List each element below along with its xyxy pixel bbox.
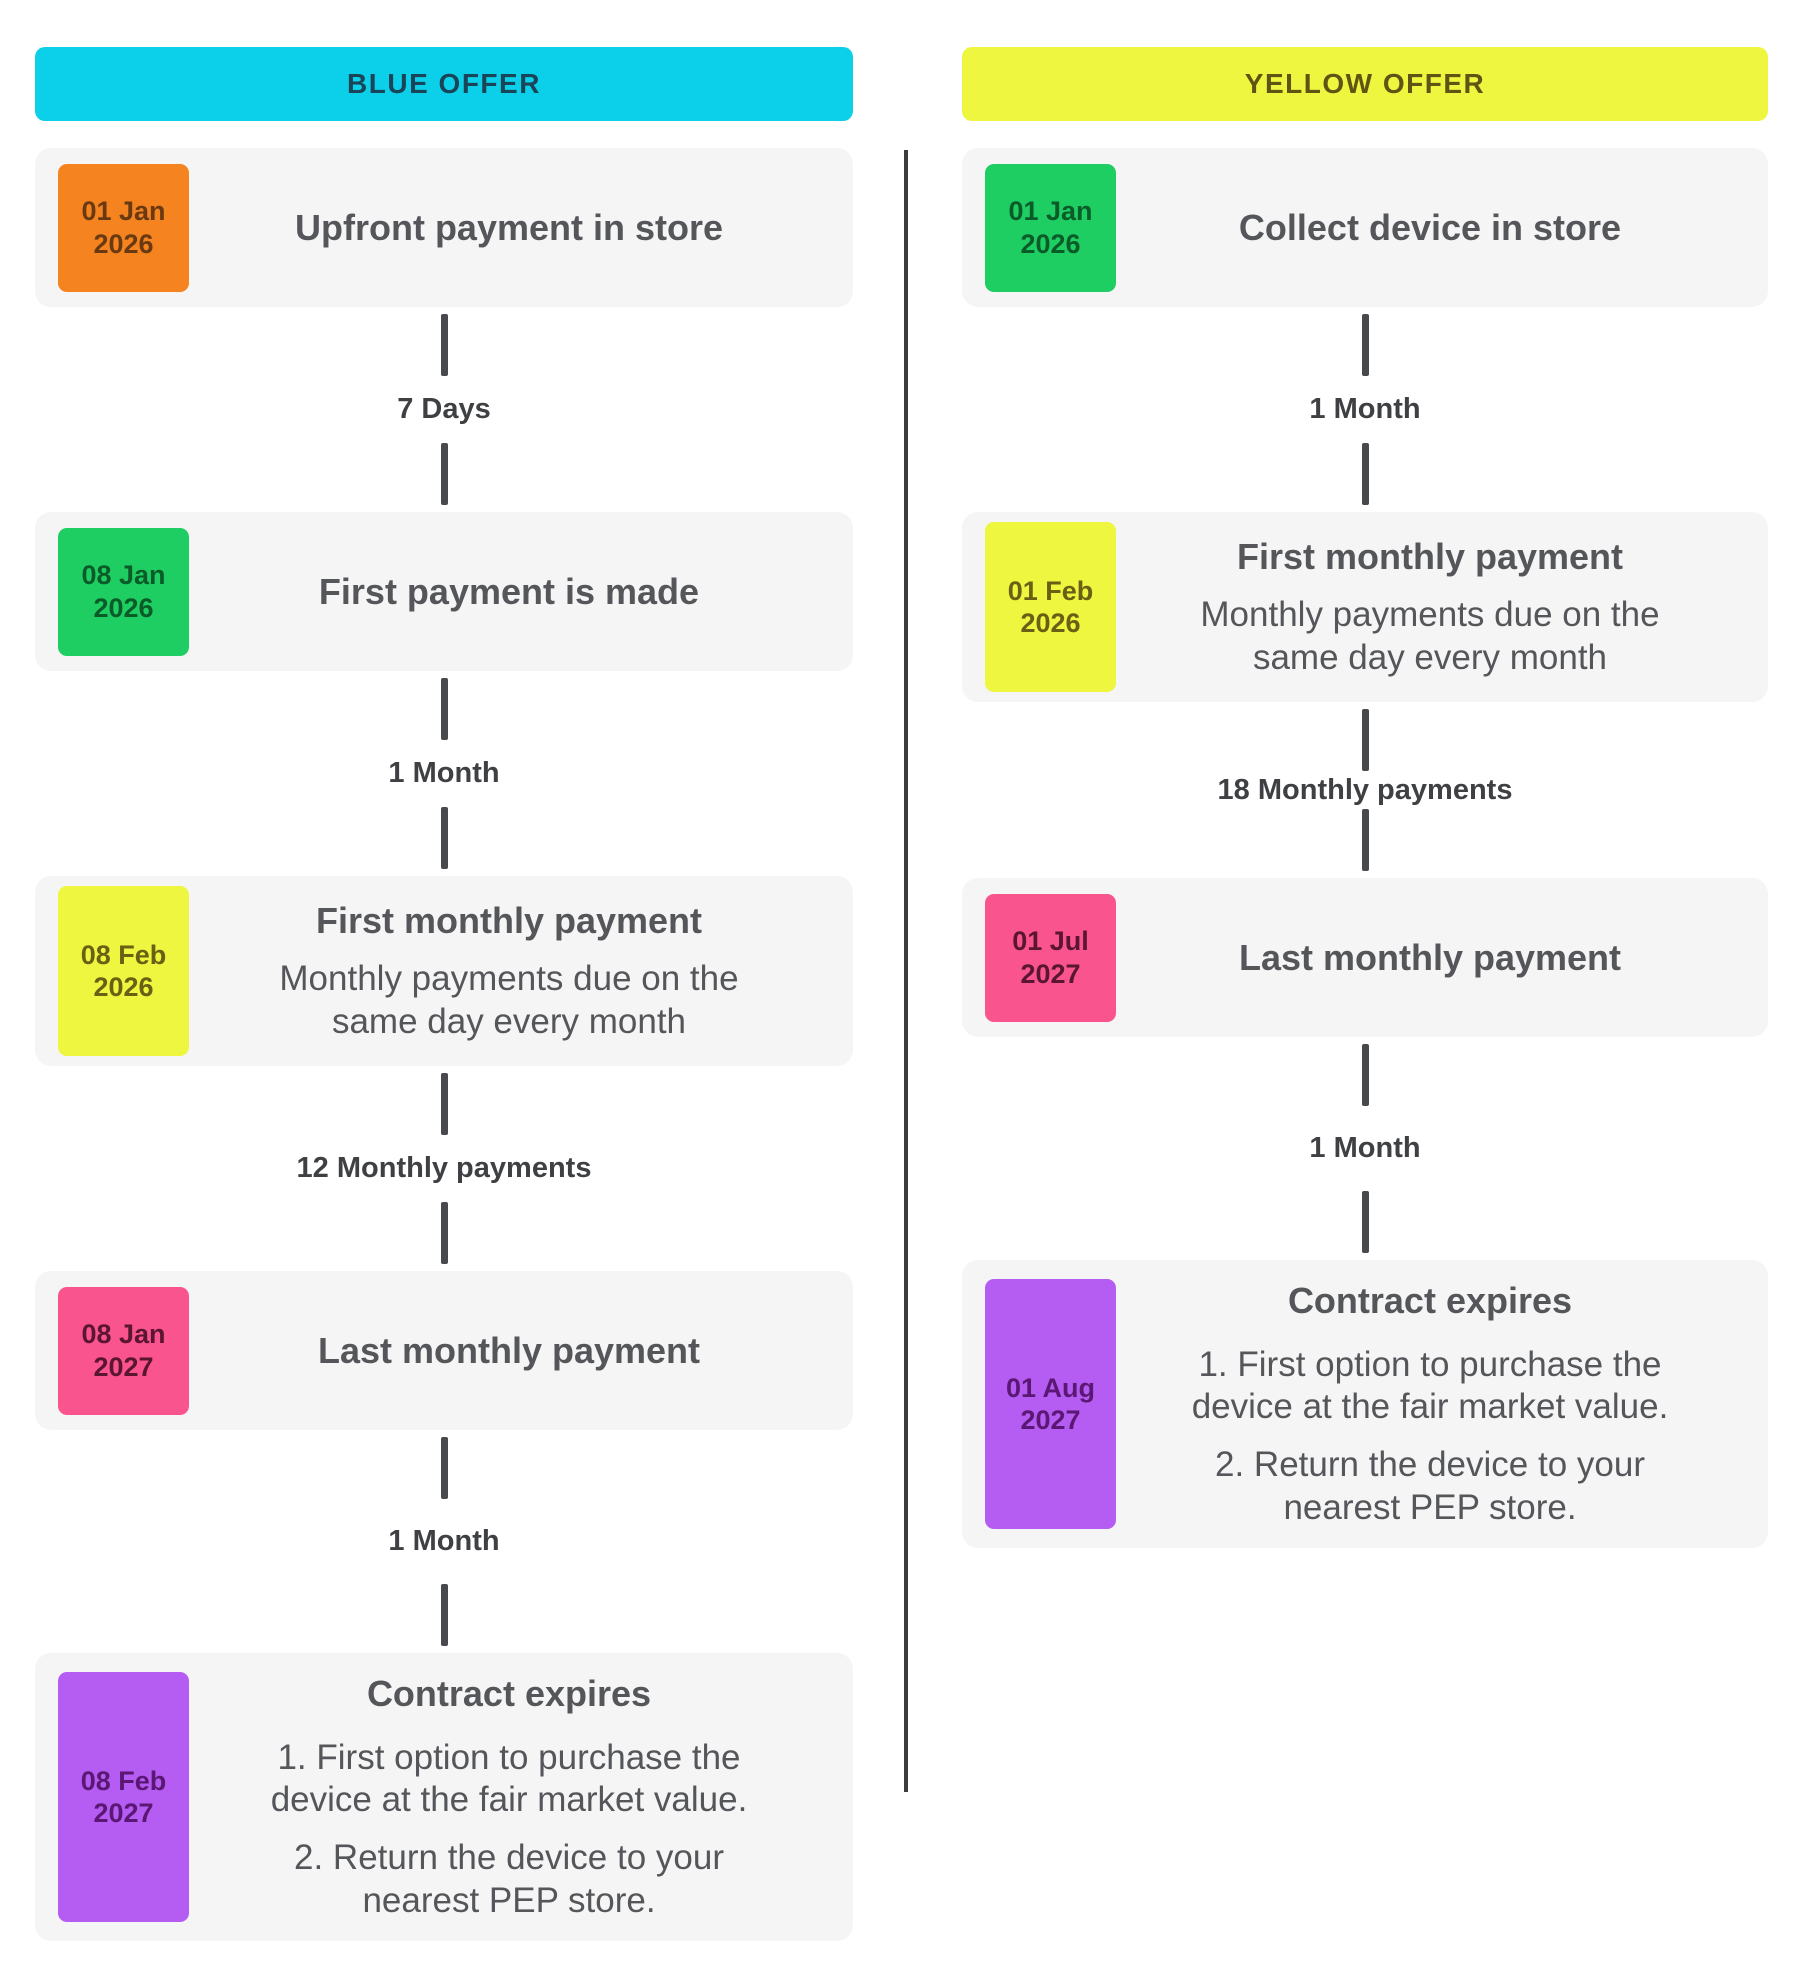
timeline-connector: 1 Month bbox=[962, 307, 1768, 512]
connector-segment bbox=[1361, 1044, 1369, 1106]
blue-offer-column: BLUE OFFER 01 Jan 2026 Upfront payment i… bbox=[35, 47, 853, 1941]
card-title: First payment is made bbox=[318, 570, 700, 612]
card-option-1: 1. First option to purchase the device a… bbox=[270, 1737, 748, 1820]
date-badge-line1: 01 Feb bbox=[1007, 575, 1094, 606]
card-first-monthly-payment: 08 Feb 2026 First monthly payment Monthl… bbox=[35, 876, 853, 1066]
date-badge-line1: 08 Jan bbox=[81, 1319, 166, 1350]
card-last-monthly-payment: 08 Jan 2027 Last monthly payment bbox=[35, 1271, 853, 1430]
card-title: Last monthly payment bbox=[1238, 936, 1622, 978]
date-badge-line2: 2026 bbox=[93, 972, 154, 1002]
card-title: Contract expires bbox=[1287, 1279, 1573, 1321]
card-first-monthly-payment: 01 Feb 2026 First monthly payment Monthl… bbox=[962, 512, 1768, 702]
connector-label: 1 Month bbox=[388, 1525, 500, 1557]
connector-label: 1 Month bbox=[1309, 1132, 1421, 1164]
card-title: Collect device in store bbox=[1238, 206, 1622, 248]
date-badge-line2: 2027 bbox=[93, 1351, 154, 1382]
card-title: Upfront payment in store bbox=[294, 206, 724, 248]
connector-segment bbox=[440, 314, 448, 376]
date-badge-line2: 2026 bbox=[1020, 228, 1081, 259]
date-badge-line2: 2027 bbox=[1020, 958, 1081, 989]
card-content: First monthly payment Monthly payments d… bbox=[35, 899, 853, 1044]
card-content: Last monthly payment bbox=[962, 936, 1768, 979]
card-content: Contract expires 1. First option to purc… bbox=[962, 1279, 1768, 1530]
date-badge-line1: 01 Jan bbox=[1008, 196, 1093, 227]
card-options-list: 1. First option to purchase the device a… bbox=[237, 1737, 782, 1923]
connector-segment bbox=[440, 1584, 448, 1646]
card-title: First monthly payment bbox=[1236, 535, 1624, 577]
column-divider bbox=[904, 150, 908, 1792]
connector-label: 1 Month bbox=[1309, 393, 1421, 425]
date-badge-line1: 01 Jul bbox=[1012, 926, 1089, 957]
date-badge: 08 Jan 2026 bbox=[58, 527, 189, 656]
yellow-offer-column: YELLOW OFFER 01 Jan 2026 Collect device … bbox=[962, 47, 1768, 1941]
connector-segment bbox=[1361, 443, 1369, 505]
date-badge: 08 Feb 2026 bbox=[58, 886, 189, 1056]
date-badge-line1: 01 Aug bbox=[1005, 1372, 1095, 1403]
card-upfront-payment: 01 Jan 2026 Upfront payment in store bbox=[35, 148, 853, 307]
card-content: First payment is made bbox=[35, 570, 853, 613]
card-options-list: 1. First option to purchase the device a… bbox=[1158, 1344, 1703, 1530]
card-subtitle: Monthly payments due on the same day eve… bbox=[1200, 594, 1660, 677]
card-title: First monthly payment bbox=[315, 899, 703, 941]
timeline-connector: 12 Monthly payments bbox=[35, 1066, 853, 1271]
connector-segment bbox=[440, 1202, 448, 1264]
date-badge: 08 Jan 2027 bbox=[58, 1286, 189, 1415]
date-badge-line1: 08 Jan bbox=[81, 560, 166, 591]
connector-segment bbox=[1361, 709, 1369, 771]
date-badge: 01 Jan 2026 bbox=[58, 163, 189, 292]
date-badge-line2: 2027 bbox=[93, 1798, 154, 1828]
card-option-2: 2. Return the device to your nearest PEP… bbox=[294, 1838, 724, 1920]
date-badge-line1: 08 Feb bbox=[80, 939, 167, 970]
card-collect-device: 01 Jan 2026 Collect device in store bbox=[962, 148, 1768, 307]
card-last-monthly-payment: 01 Jul 2027 Last monthly payment bbox=[962, 878, 1768, 1037]
date-badge-line1: 01 Jan bbox=[81, 196, 166, 227]
date-badge: 01 Jul 2027 bbox=[985, 893, 1116, 1022]
card-title: Contract expires bbox=[366, 1672, 652, 1714]
card-content: Last monthly payment bbox=[35, 1329, 853, 1372]
date-badge: 01 Feb 2026 bbox=[985, 522, 1116, 692]
date-badge: 08 Feb 2027 bbox=[58, 1672, 189, 1922]
connector-segment bbox=[440, 443, 448, 505]
date-badge-line2: 2026 bbox=[93, 228, 154, 259]
timeline-connector: 1 Month bbox=[35, 671, 853, 876]
date-badge-line1: 08 Feb bbox=[80, 1765, 167, 1796]
date-badge: 01 Jan 2026 bbox=[985, 163, 1116, 292]
date-badge-line2: 2026 bbox=[93, 592, 154, 623]
date-badge: 01 Aug 2027 bbox=[985, 1279, 1116, 1529]
card-content: Collect device in store bbox=[962, 206, 1768, 249]
connector-segment bbox=[1361, 314, 1369, 376]
connector-segment bbox=[1361, 1191, 1369, 1253]
card-option-2: 2. Return the device to your nearest PEP… bbox=[1215, 1445, 1645, 1527]
connector-label: 12 Monthly payments bbox=[296, 1152, 592, 1184]
timeline-connector: 18 Monthly payments bbox=[962, 702, 1768, 878]
connector-segment bbox=[440, 1437, 448, 1499]
connector-segment bbox=[440, 678, 448, 740]
connector-segment bbox=[440, 807, 448, 869]
card-option-1: 1. First option to purchase the device a… bbox=[1191, 1344, 1669, 1427]
card-content: First monthly payment Monthly payments d… bbox=[962, 535, 1768, 680]
date-badge-line2: 2027 bbox=[1020, 1405, 1081, 1435]
blue-offer-header: BLUE OFFER bbox=[35, 47, 853, 121]
timeline-connector: 1 Month bbox=[962, 1037, 1768, 1260]
card-title: Last monthly payment bbox=[317, 1329, 701, 1371]
connector-label: 1 Month bbox=[388, 757, 500, 789]
card-content: Contract expires 1. First option to purc… bbox=[35, 1672, 853, 1923]
date-badge-line2: 2026 bbox=[1020, 608, 1081, 638]
card-contract-expires: 01 Aug 2027 Contract expires 1. First op… bbox=[962, 1260, 1768, 1548]
card-first-payment: 08 Jan 2026 First payment is made bbox=[35, 512, 853, 671]
card-subtitle: Monthly payments due on the same day eve… bbox=[279, 958, 739, 1041]
connector-segment bbox=[440, 1073, 448, 1135]
card-content: Upfront payment in store bbox=[35, 206, 853, 249]
timeline-connector: 1 Month bbox=[35, 1430, 853, 1653]
connector-segment bbox=[1361, 809, 1369, 871]
card-contract-expires: 08 Feb 2027 Contract expires 1. First op… bbox=[35, 1653, 853, 1941]
timeline-connector: 7 Days bbox=[35, 307, 853, 512]
connector-label: 7 Days bbox=[397, 393, 491, 425]
timeline-columns: BLUE OFFER 01 Jan 2026 Upfront payment i… bbox=[35, 47, 1768, 1941]
yellow-offer-header: YELLOW OFFER bbox=[962, 47, 1768, 121]
connector-label: 18 Monthly payments bbox=[1217, 773, 1513, 806]
